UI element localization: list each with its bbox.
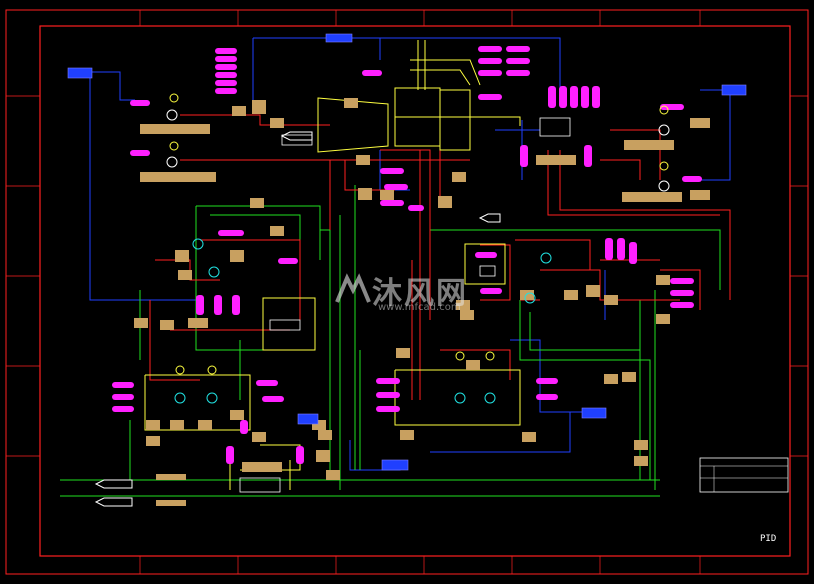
title-block-lines [700, 465, 788, 492]
pumps-and-valves [166, 93, 670, 404]
frame-zone-markers [6, 10, 808, 574]
watermark-logo [335, 273, 371, 303]
drawing-title: PID [760, 534, 777, 544]
instrument-tags-tan [134, 98, 710, 506]
instrument-tags-magenta [112, 46, 702, 464]
watermark-brand: 沐风网 [372, 276, 468, 311]
drawing-frame [5, 9, 809, 575]
bottom-flow-arrows [94, 131, 501, 507]
equipment-boxes [239, 117, 789, 493]
blue-piping [80, 37, 740, 471]
blue-label-boxes [67, 33, 747, 471]
green-piping [60, 185, 721, 497]
watermark-url: www.mfcad.com [378, 302, 461, 313]
red-piping [149, 114, 731, 400]
